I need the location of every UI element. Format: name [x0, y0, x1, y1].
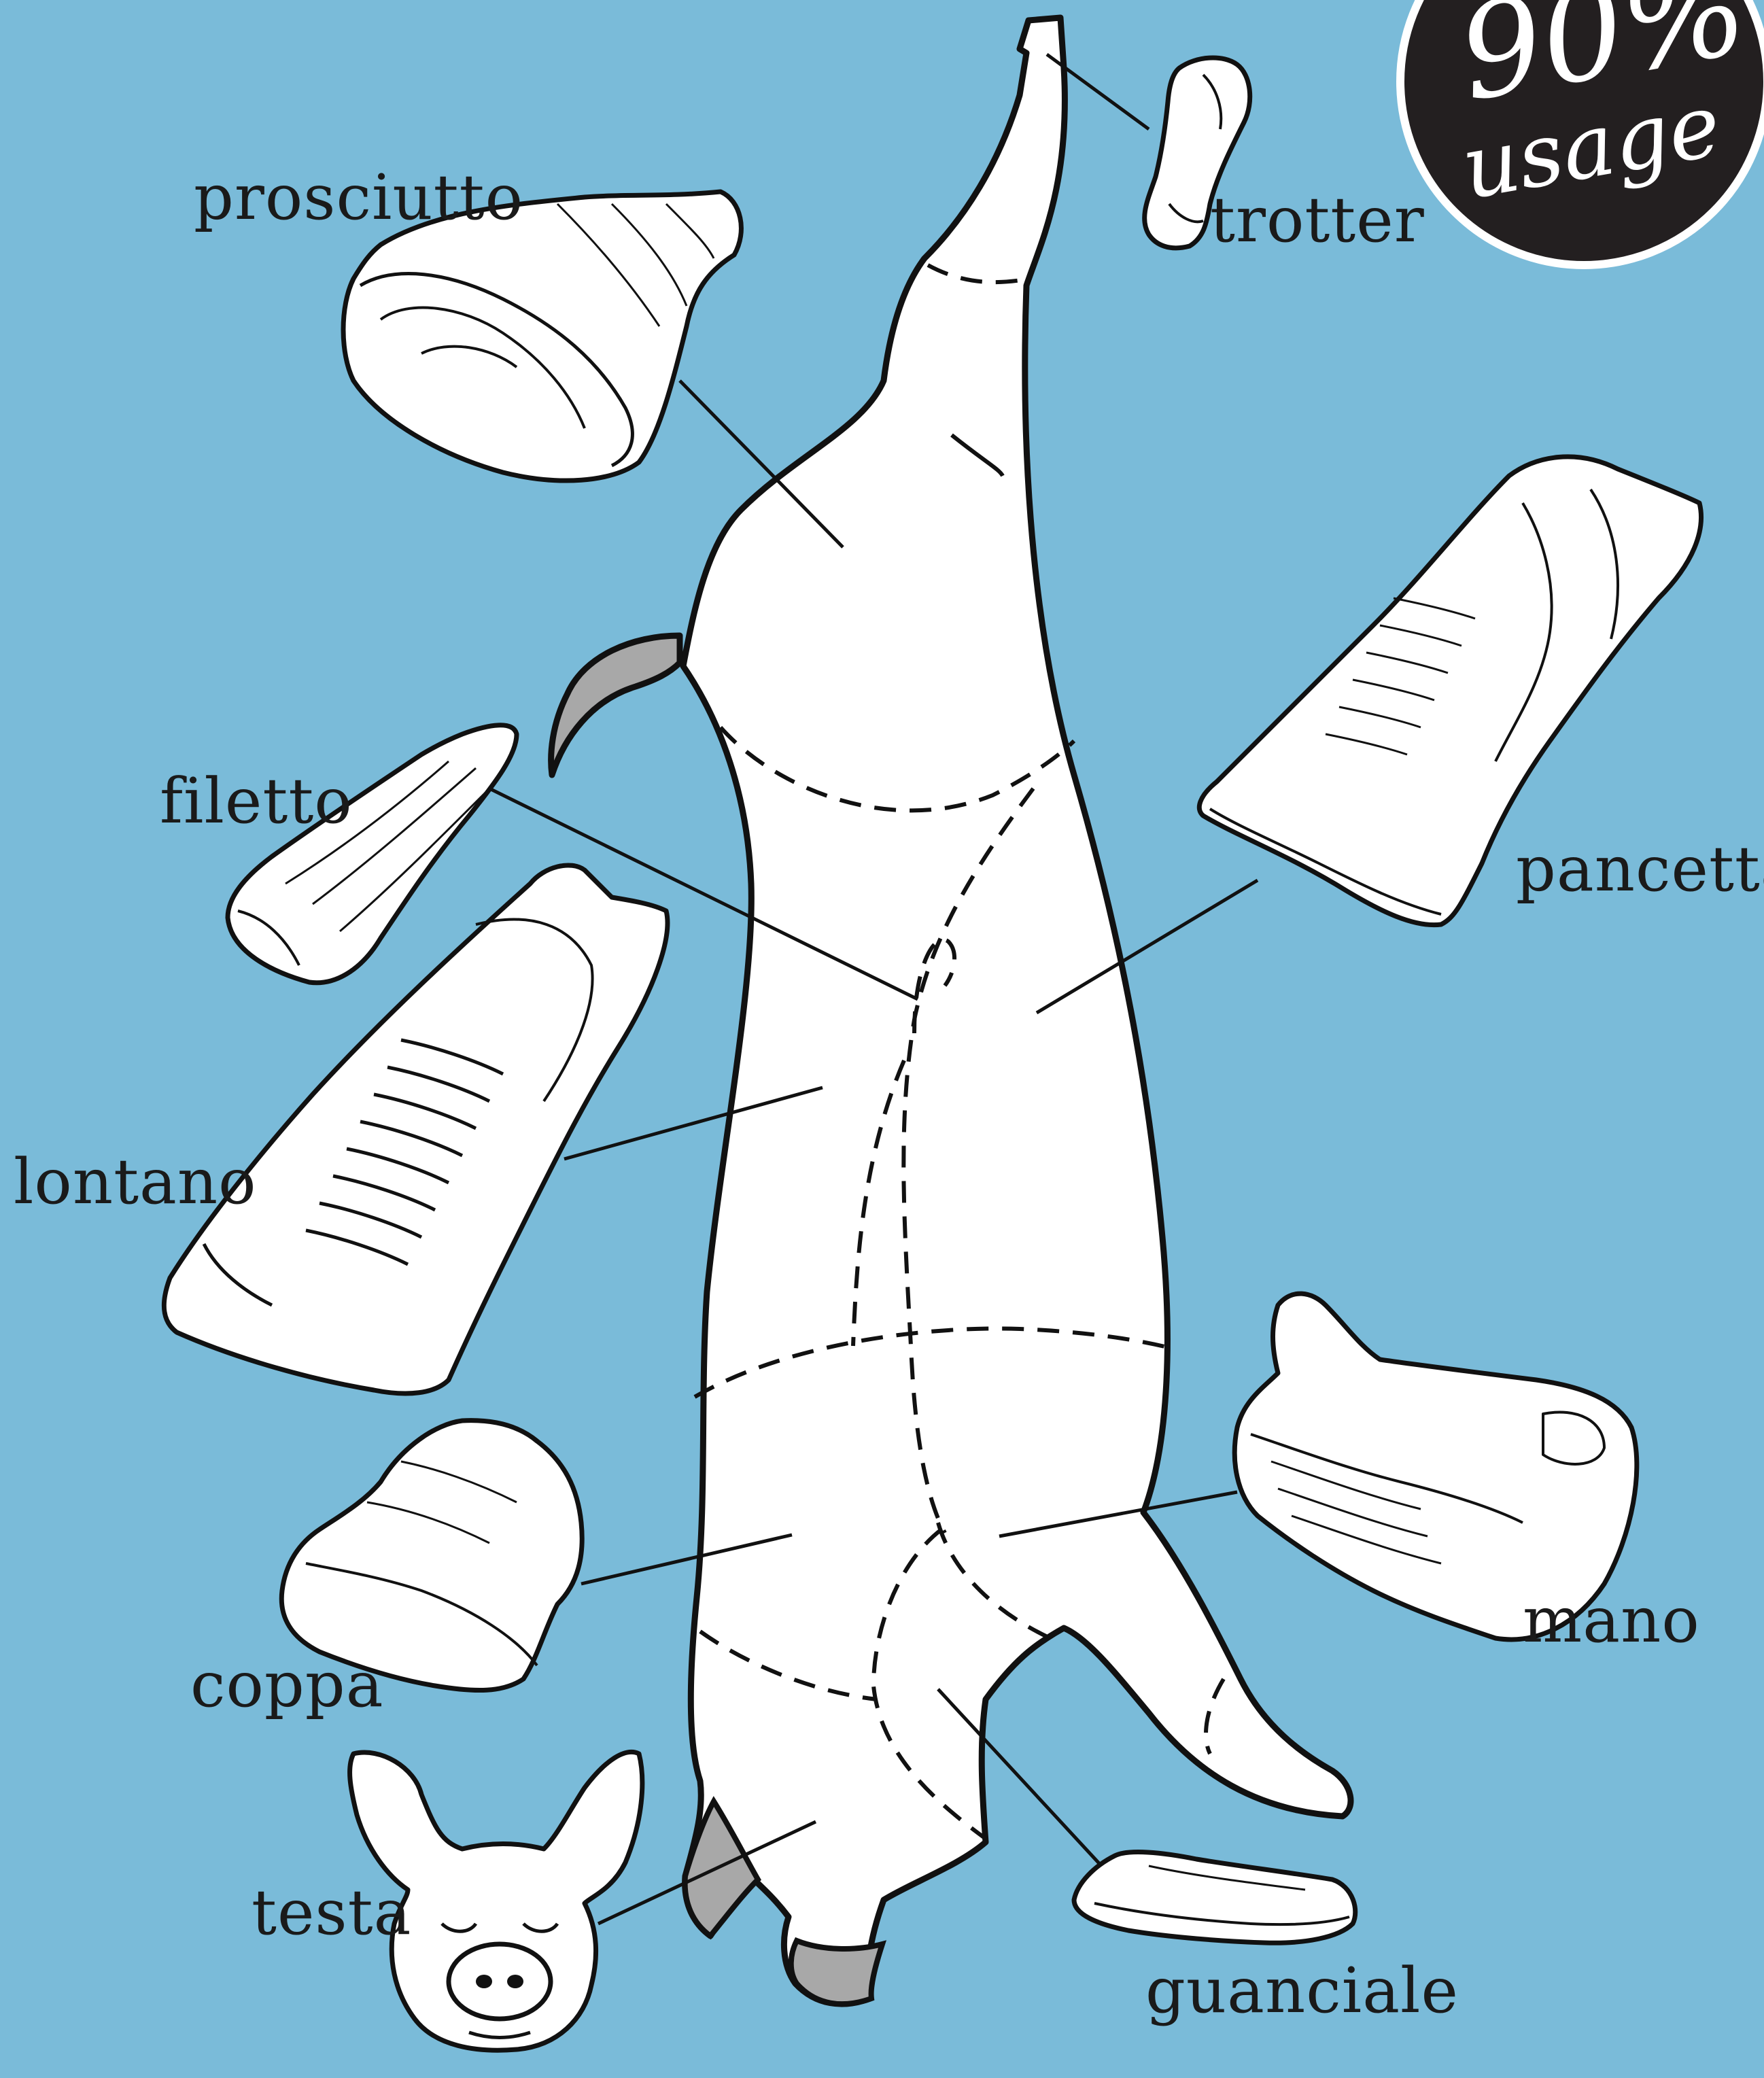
label-guanciale: guanciale [1145, 1954, 1459, 2027]
usage-badge: 90% usage [1400, 0, 1764, 265]
label-testa: testa [252, 1876, 411, 1949]
prosciutto-illustration [343, 192, 741, 481]
label-pancetta: pancetta [1516, 833, 1764, 905]
label-mano: mano [1523, 1584, 1700, 1657]
label-filetto: filetto [160, 765, 353, 837]
label-prosciutto: prosciutto [194, 161, 523, 234]
guanciale-illustration [1074, 1852, 1355, 1943]
rear-hoof [791, 1941, 882, 2004]
label-lontano: lontano [14, 1145, 257, 1218]
tail-hook [551, 636, 680, 775]
label-trotter: trotter [1210, 184, 1425, 256]
carcass-body [683, 18, 1351, 2004]
label-coppa: coppa [190, 1648, 384, 1721]
